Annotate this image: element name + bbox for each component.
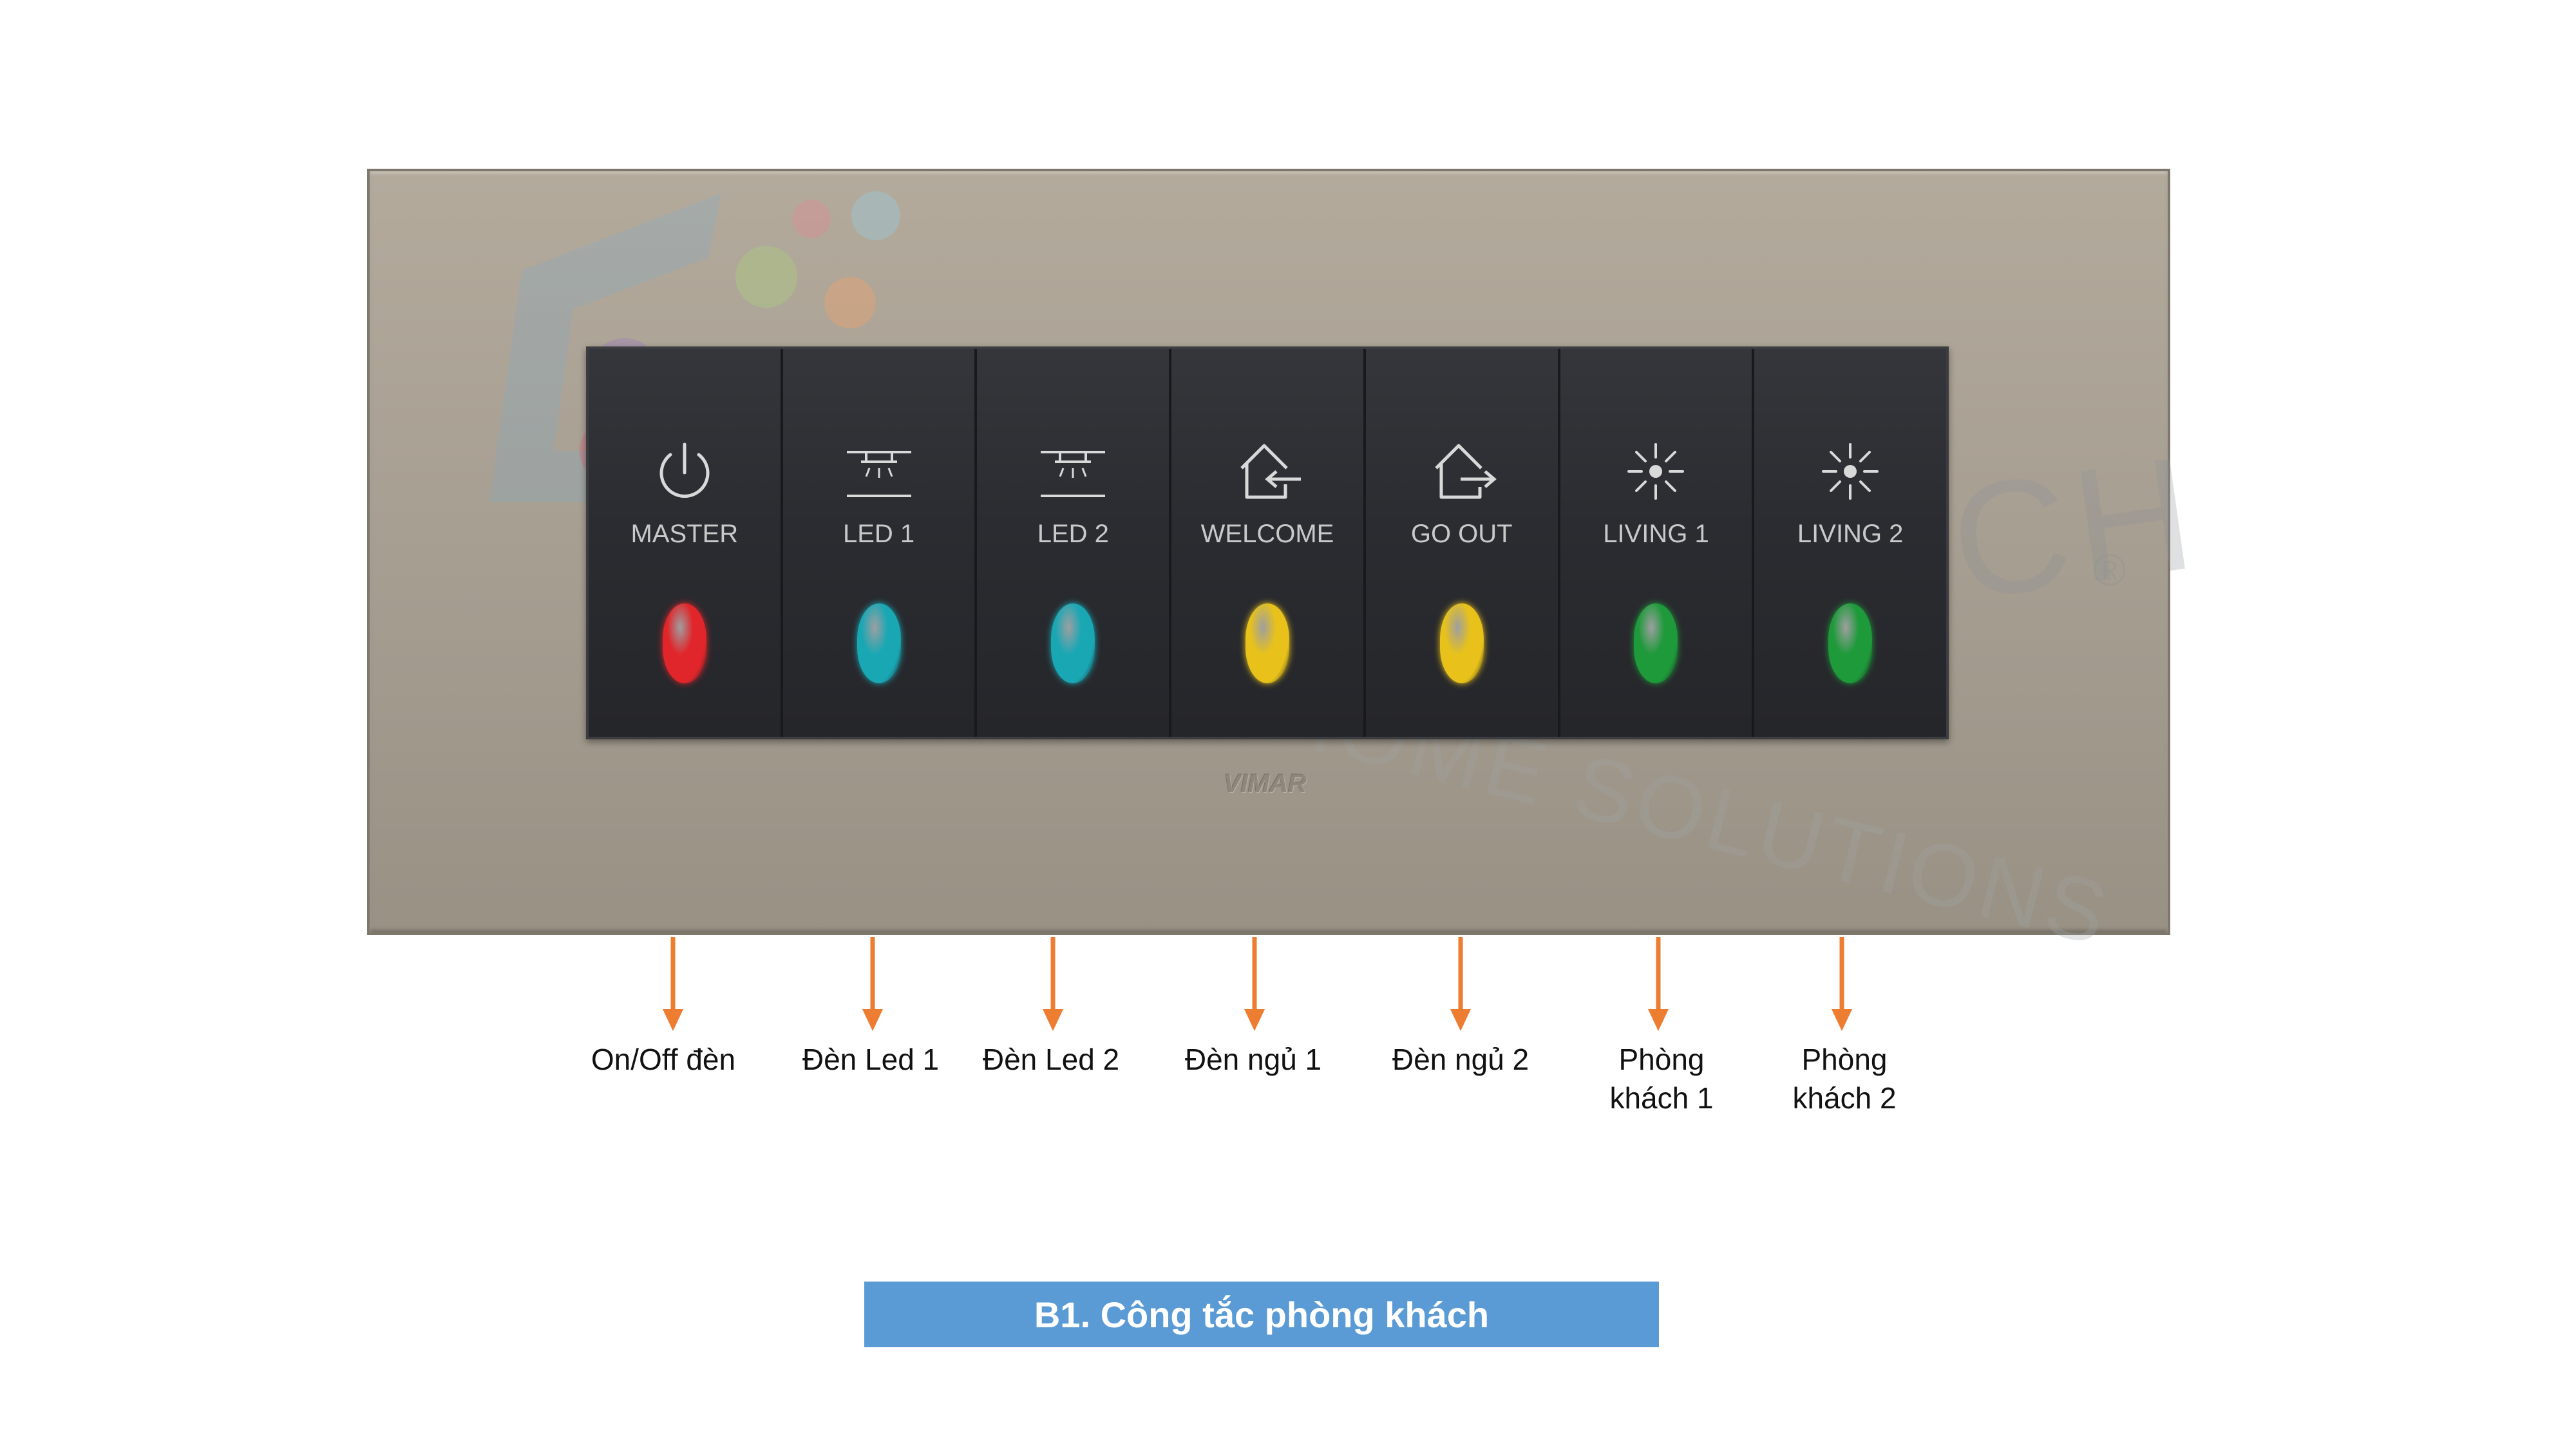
key-go-out[interactable]: GO OUT [1365,349,1560,737]
status-led [1634,603,1678,683]
key-label: GO OUT [1410,520,1513,548]
status-led [662,603,706,683]
caption-led-2: Đèn Led 2 [982,1043,1120,1076]
home-enter-icon [1240,444,1302,499]
ceiling-lamp-icon [1041,451,1106,497]
key-label: MASTER [630,520,739,548]
ceiling-lamp-icon [846,451,911,497]
status-led [1439,603,1484,683]
arrow-down-icon [862,937,883,1031]
key-panel: MASTER LED 1 LED 2 [586,346,1949,739]
caption-night-light-1: Đèn ngủ 1 [1184,1043,1322,1076]
key-welcome[interactable]: WELCOME [1171,349,1366,737]
arrow-down-icon [663,937,683,1031]
key-label: LED 2 [1037,520,1109,548]
arrow-down-icon [1648,937,1669,1031]
key-led-1[interactable]: LED 1 [782,349,978,737]
caption-night-light-2: Đèn ngủ 2 [1392,1043,1530,1076]
status-led [857,603,901,683]
key-label: LIVING 2 [1797,520,1904,548]
arrow-down-icon [1244,937,1265,1031]
status-led [1828,603,1873,683]
arrow-down-icon [1043,937,1063,1031]
power-icon [659,442,710,498]
caption-on-off: On/Off đèn [591,1043,736,1076]
caption-living-room-2: Phòng khách 2 [1792,1043,1897,1115]
key-label: LIVING 1 [1603,520,1709,548]
key-label: LED 1 [842,520,915,548]
caption-living-room-1: Phòng khách 1 [1609,1043,1714,1115]
arrow-down-icon [1450,937,1471,1031]
key-master[interactable]: MASTER [589,349,783,737]
key-living-2[interactable]: LIVING 2 [1754,349,1947,737]
key-led-2[interactable]: LED 2 [977,349,1172,737]
status-led [1245,603,1290,683]
vimar-logo: VIMAR [1224,770,1307,798]
home-exit-icon [1434,444,1497,499]
page-title: B1. Công tắc phòng khách [864,1282,1659,1347]
arrow-down-icon [1832,937,1852,1031]
key-label: WELCOME [1200,520,1334,548]
caption-led-1: Đèn Led 1 [802,1043,940,1076]
status-led [1051,603,1095,683]
key-living-1[interactable]: LIVING 1 [1560,349,1755,737]
sun-icon [1627,443,1685,500]
sun-icon [1822,443,1879,500]
